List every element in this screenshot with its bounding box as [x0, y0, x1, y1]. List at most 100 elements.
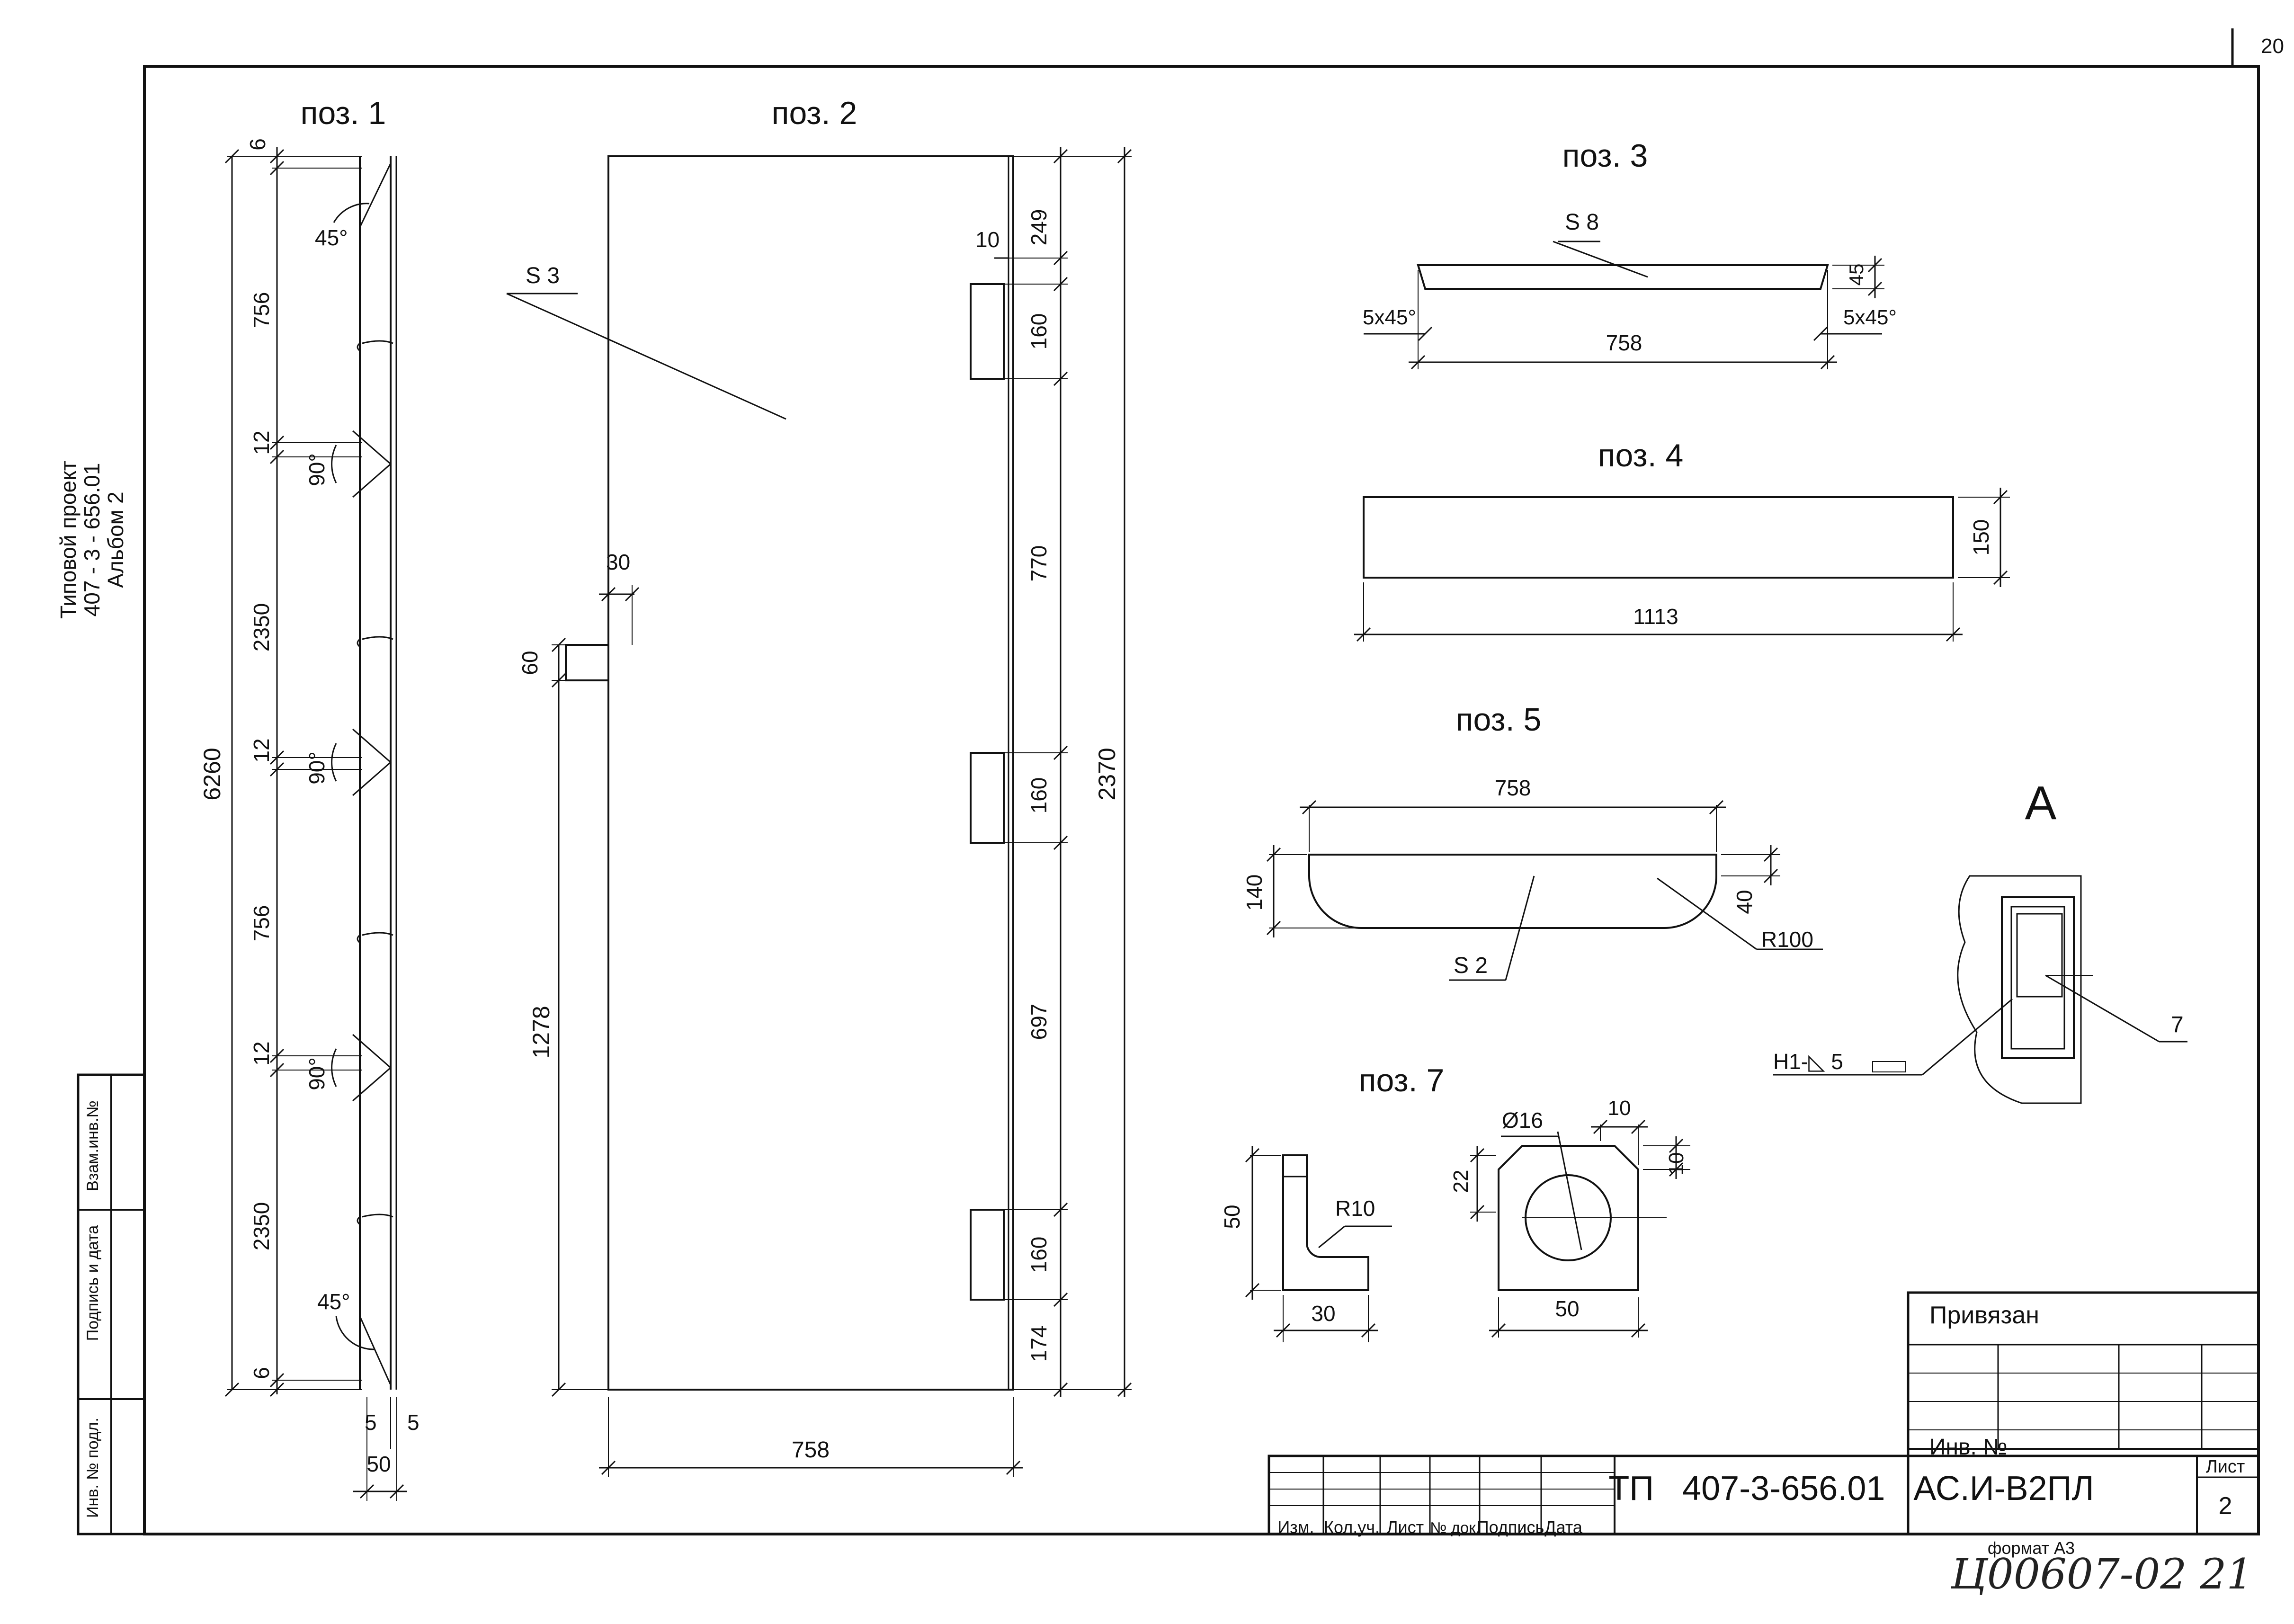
pos3-chamfer-right: 5x45° [1843, 306, 1897, 329]
dim-tick [1266, 920, 1281, 936]
pos4-length: 1113 [1633, 604, 1678, 629]
pos4-outline [1363, 496, 1954, 579]
pos3-outline [1417, 264, 1829, 290]
pos7-side-outline [1282, 1154, 1369, 1291]
pos3-length: 758 [1606, 330, 1642, 355]
stamp-inv-original: Инв. № подл. [84, 1418, 102, 1518]
tb-main-block [1268, 1454, 2260, 1535]
pos1-angle-arc [331, 743, 337, 782]
tb-sheet-no: 2 [2219, 1492, 2232, 1520]
pos1-dim-12-c: 12 [249, 1041, 274, 1065]
tb-col-change: Изм. [1277, 1517, 1314, 1537]
pos1-dim-tick [269, 1062, 285, 1078]
handwritten-code: Ц00607-02 21 [1950, 1550, 2253, 1598]
pos1-dim-756-a: 756 [249, 292, 274, 329]
pos5-thickness: S 2 [1454, 953, 1488, 978]
pos1-title: поз. 1 [301, 95, 386, 131]
pos3-thickness: S 8 [1565, 210, 1599, 235]
dim-tick [1006, 1460, 1021, 1475]
pos1-dim-tick [269, 449, 285, 464]
side-note-line-1: Типовой проект [56, 461, 80, 619]
sheet-frame [143, 65, 2260, 1535]
pos7-radius-leader [1318, 1225, 1345, 1249]
pos2-dim-tick [1053, 745, 1068, 760]
pos5-radius-leader [1657, 877, 1757, 950]
dim-tick [1867, 281, 1883, 296]
side-note-line-2: 407 - 3 - 656.01 [80, 463, 104, 617]
pos3-chamfer-left: 5x45° [1363, 306, 1416, 329]
pos2-outline [607, 155, 1014, 1391]
detail-a-label: А [2025, 776, 2057, 830]
pos2-tab [970, 752, 1005, 844]
pos1-angle-2: 90° [304, 751, 329, 785]
detail-a-weld-symbol [1872, 1061, 1906, 1072]
pos3-leader [1553, 241, 1648, 278]
pos2-width: 758 [792, 1437, 830, 1463]
dim-tick [1302, 800, 1317, 815]
pos1-end-chamfer [359, 163, 392, 228]
pos1-dim-12-a: 12 [249, 430, 274, 455]
pos2-dim-770: 770 [1026, 545, 1051, 582]
pos1-angle-arc [331, 445, 337, 483]
dim-tick [1418, 326, 1433, 341]
pos1-dim-tick [269, 161, 285, 176]
pos1-dim-tick [269, 1048, 285, 1063]
pos7-hole: Ø16 [1502, 1108, 1543, 1133]
pos2-notch-width: 30 [606, 550, 630, 574]
pos2-dim-tick [1117, 1382, 1132, 1397]
pos1-notch [357, 636, 393, 648]
dim-tick [551, 1382, 566, 1397]
pos5-length: 758 [1495, 776, 1531, 800]
dim-tick [1669, 1162, 1684, 1177]
tb-col-sheet: Лист [1387, 1517, 1424, 1537]
pos3-title: поз. 3 [1562, 138, 1648, 174]
pos1-dim-5-right: 5 [407, 1410, 420, 1435]
pos2-notch-height: 60 [518, 651, 542, 675]
dim-tick [1669, 1138, 1684, 1153]
pos7-hole-leader [1557, 1131, 1582, 1250]
drawing-linework [77, 28, 2260, 1535]
side-note-line-3: Альбом 2 [103, 491, 128, 588]
pos1-notch [357, 1214, 393, 1225]
pos5-title: поз. 5 [1456, 702, 1542, 738]
detail-a-leader [2045, 974, 2160, 1043]
pos1-dim-tick [269, 762, 285, 777]
pos1-angle-bottom: 45° [317, 1289, 350, 1314]
dim-tick [359, 1484, 375, 1499]
pos7-front-outline [1498, 1145, 1639, 1291]
tb-col-date: Дата [1544, 1517, 1583, 1537]
dim-tick [1867, 258, 1883, 273]
tb-bound: Привязан [1929, 1302, 2039, 1329]
pos1-dim-12-b: 12 [249, 738, 274, 762]
dim-tick [1631, 1119, 1646, 1134]
pos1-angle-arc [333, 203, 370, 223]
pos1-dim-5-left: 5 [365, 1410, 377, 1435]
pos7-dim-10-right: 10 [1665, 1152, 1688, 1176]
pos7-width: 30 [1311, 1301, 1335, 1326]
pos7-dim-22: 22 [1449, 1170, 1473, 1193]
detail-a-weld-leader [1922, 998, 2013, 1076]
dim-tick [1709, 800, 1724, 815]
dim-tick [1820, 355, 1835, 370]
tb-col-signature: Подпись [1477, 1517, 1544, 1537]
dim-tick [601, 587, 616, 602]
pos7-radius: R10 [1335, 1196, 1375, 1221]
pos5-height: 140 [1242, 874, 1267, 911]
dim-tick [1593, 1119, 1608, 1134]
dim-tick [1361, 1323, 1376, 1338]
dim-tick [1470, 1148, 1485, 1163]
detail-a-frame [2001, 896, 2075, 1059]
tb-col-doc: № док. [1430, 1519, 1480, 1536]
pos2-left-height: 1278 [528, 1006, 554, 1058]
dim-tick [601, 1460, 616, 1475]
pos2-dim-160-b: 160 [1026, 777, 1051, 814]
pos1-dim-6-bottom: 6 [249, 1367, 274, 1379]
dim-tick [1276, 1323, 1291, 1338]
pos2-tab [970, 283, 1005, 380]
pos1-notch [357, 932, 393, 944]
pos2-dim-249: 249 [1026, 209, 1051, 246]
pos7-dim-50: 50 [1555, 1296, 1579, 1321]
pos1-dim-tick [269, 435, 285, 450]
dim-tick [1470, 1205, 1485, 1220]
stamp-signature-date: Подпись и дата [84, 1225, 102, 1341]
